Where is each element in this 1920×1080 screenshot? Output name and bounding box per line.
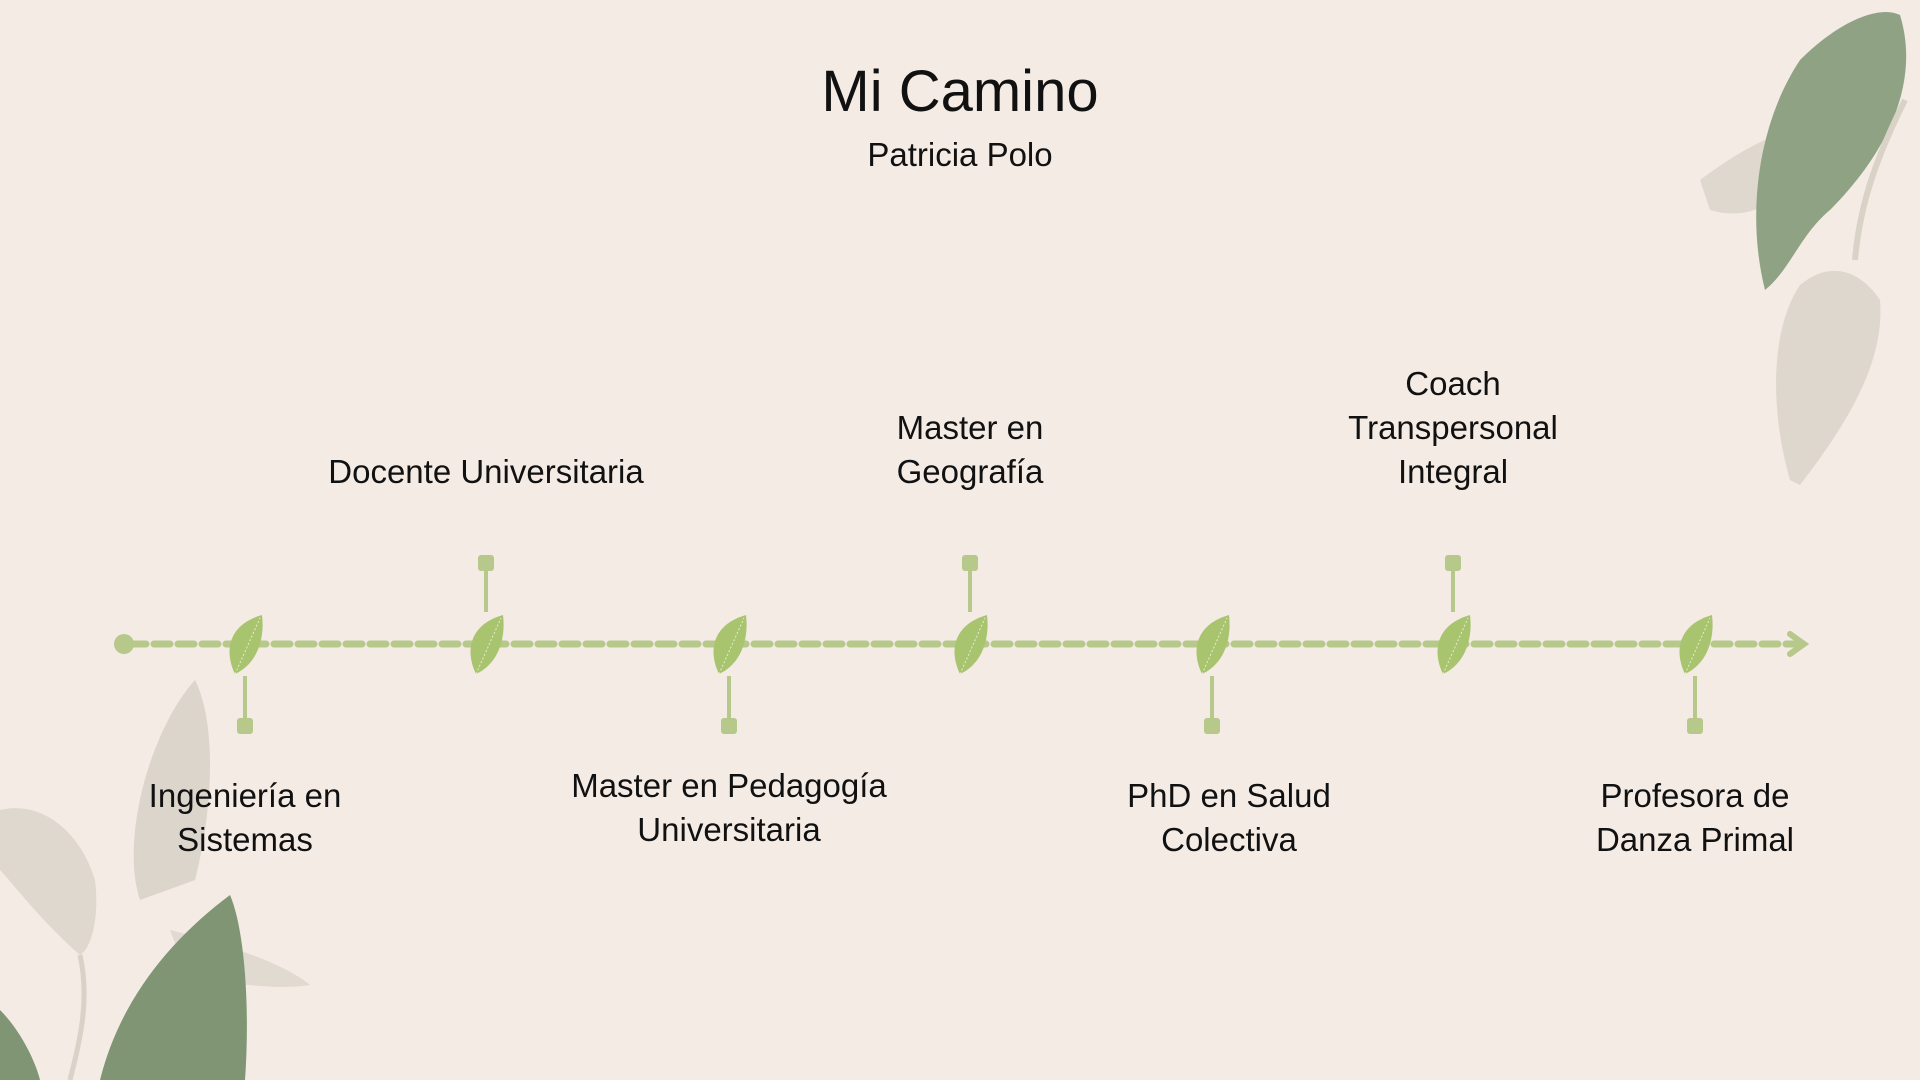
timeline-node: [470, 555, 504, 675]
timeline-node: [1437, 555, 1471, 675]
leaf-icon: [1196, 615, 1230, 674]
timeline-label-7: Profesora de Danza Primal: [1595, 777, 1795, 858]
timeline-label-5: PhD en Salud Colectiva: [1127, 777, 1331, 858]
leaf-icon: [1679, 615, 1713, 674]
connector-square: [1687, 718, 1703, 734]
connector-square: [721, 718, 737, 734]
page-title: Mi Camino: [821, 59, 1099, 124]
timeline-node: [1679, 615, 1713, 734]
connector-square: [1204, 718, 1220, 734]
top-right-leaves-icon: [1700, 12, 1908, 485]
connector-square: [962, 555, 978, 571]
timeline-arrow-icon: [1787, 631, 1810, 657]
timeline-node: [229, 615, 263, 734]
timeline-node: [954, 555, 988, 675]
timeline-label-6: Coach Transpersonal Integral: [1348, 365, 1558, 490]
leaf-icon: [713, 615, 747, 674]
timeline-start-dot: [114, 634, 134, 654]
timeline-label-2: Docente Universitaria: [328, 453, 644, 490]
connector-square: [237, 718, 253, 734]
connector-square: [478, 555, 494, 571]
leaf-icon: [229, 615, 263, 674]
leaf-icon: [470, 615, 504, 674]
bottom-left-leaves-icon: [0, 680, 310, 1080]
timeline-node: [1196, 615, 1230, 734]
leaf-icon: [1437, 615, 1471, 674]
timeline-label-4: Master en Geografía: [896, 409, 1044, 490]
timeline-label-3: Master en Pedagogía Universitaria: [571, 767, 887, 848]
timeline-node: [713, 615, 747, 734]
timeline-label-1: Ingeniería en Sistemas: [148, 777, 342, 858]
leaf-icon: [954, 615, 988, 674]
connector-square: [1445, 555, 1461, 571]
page-subtitle: Patricia Polo: [867, 136, 1053, 173]
